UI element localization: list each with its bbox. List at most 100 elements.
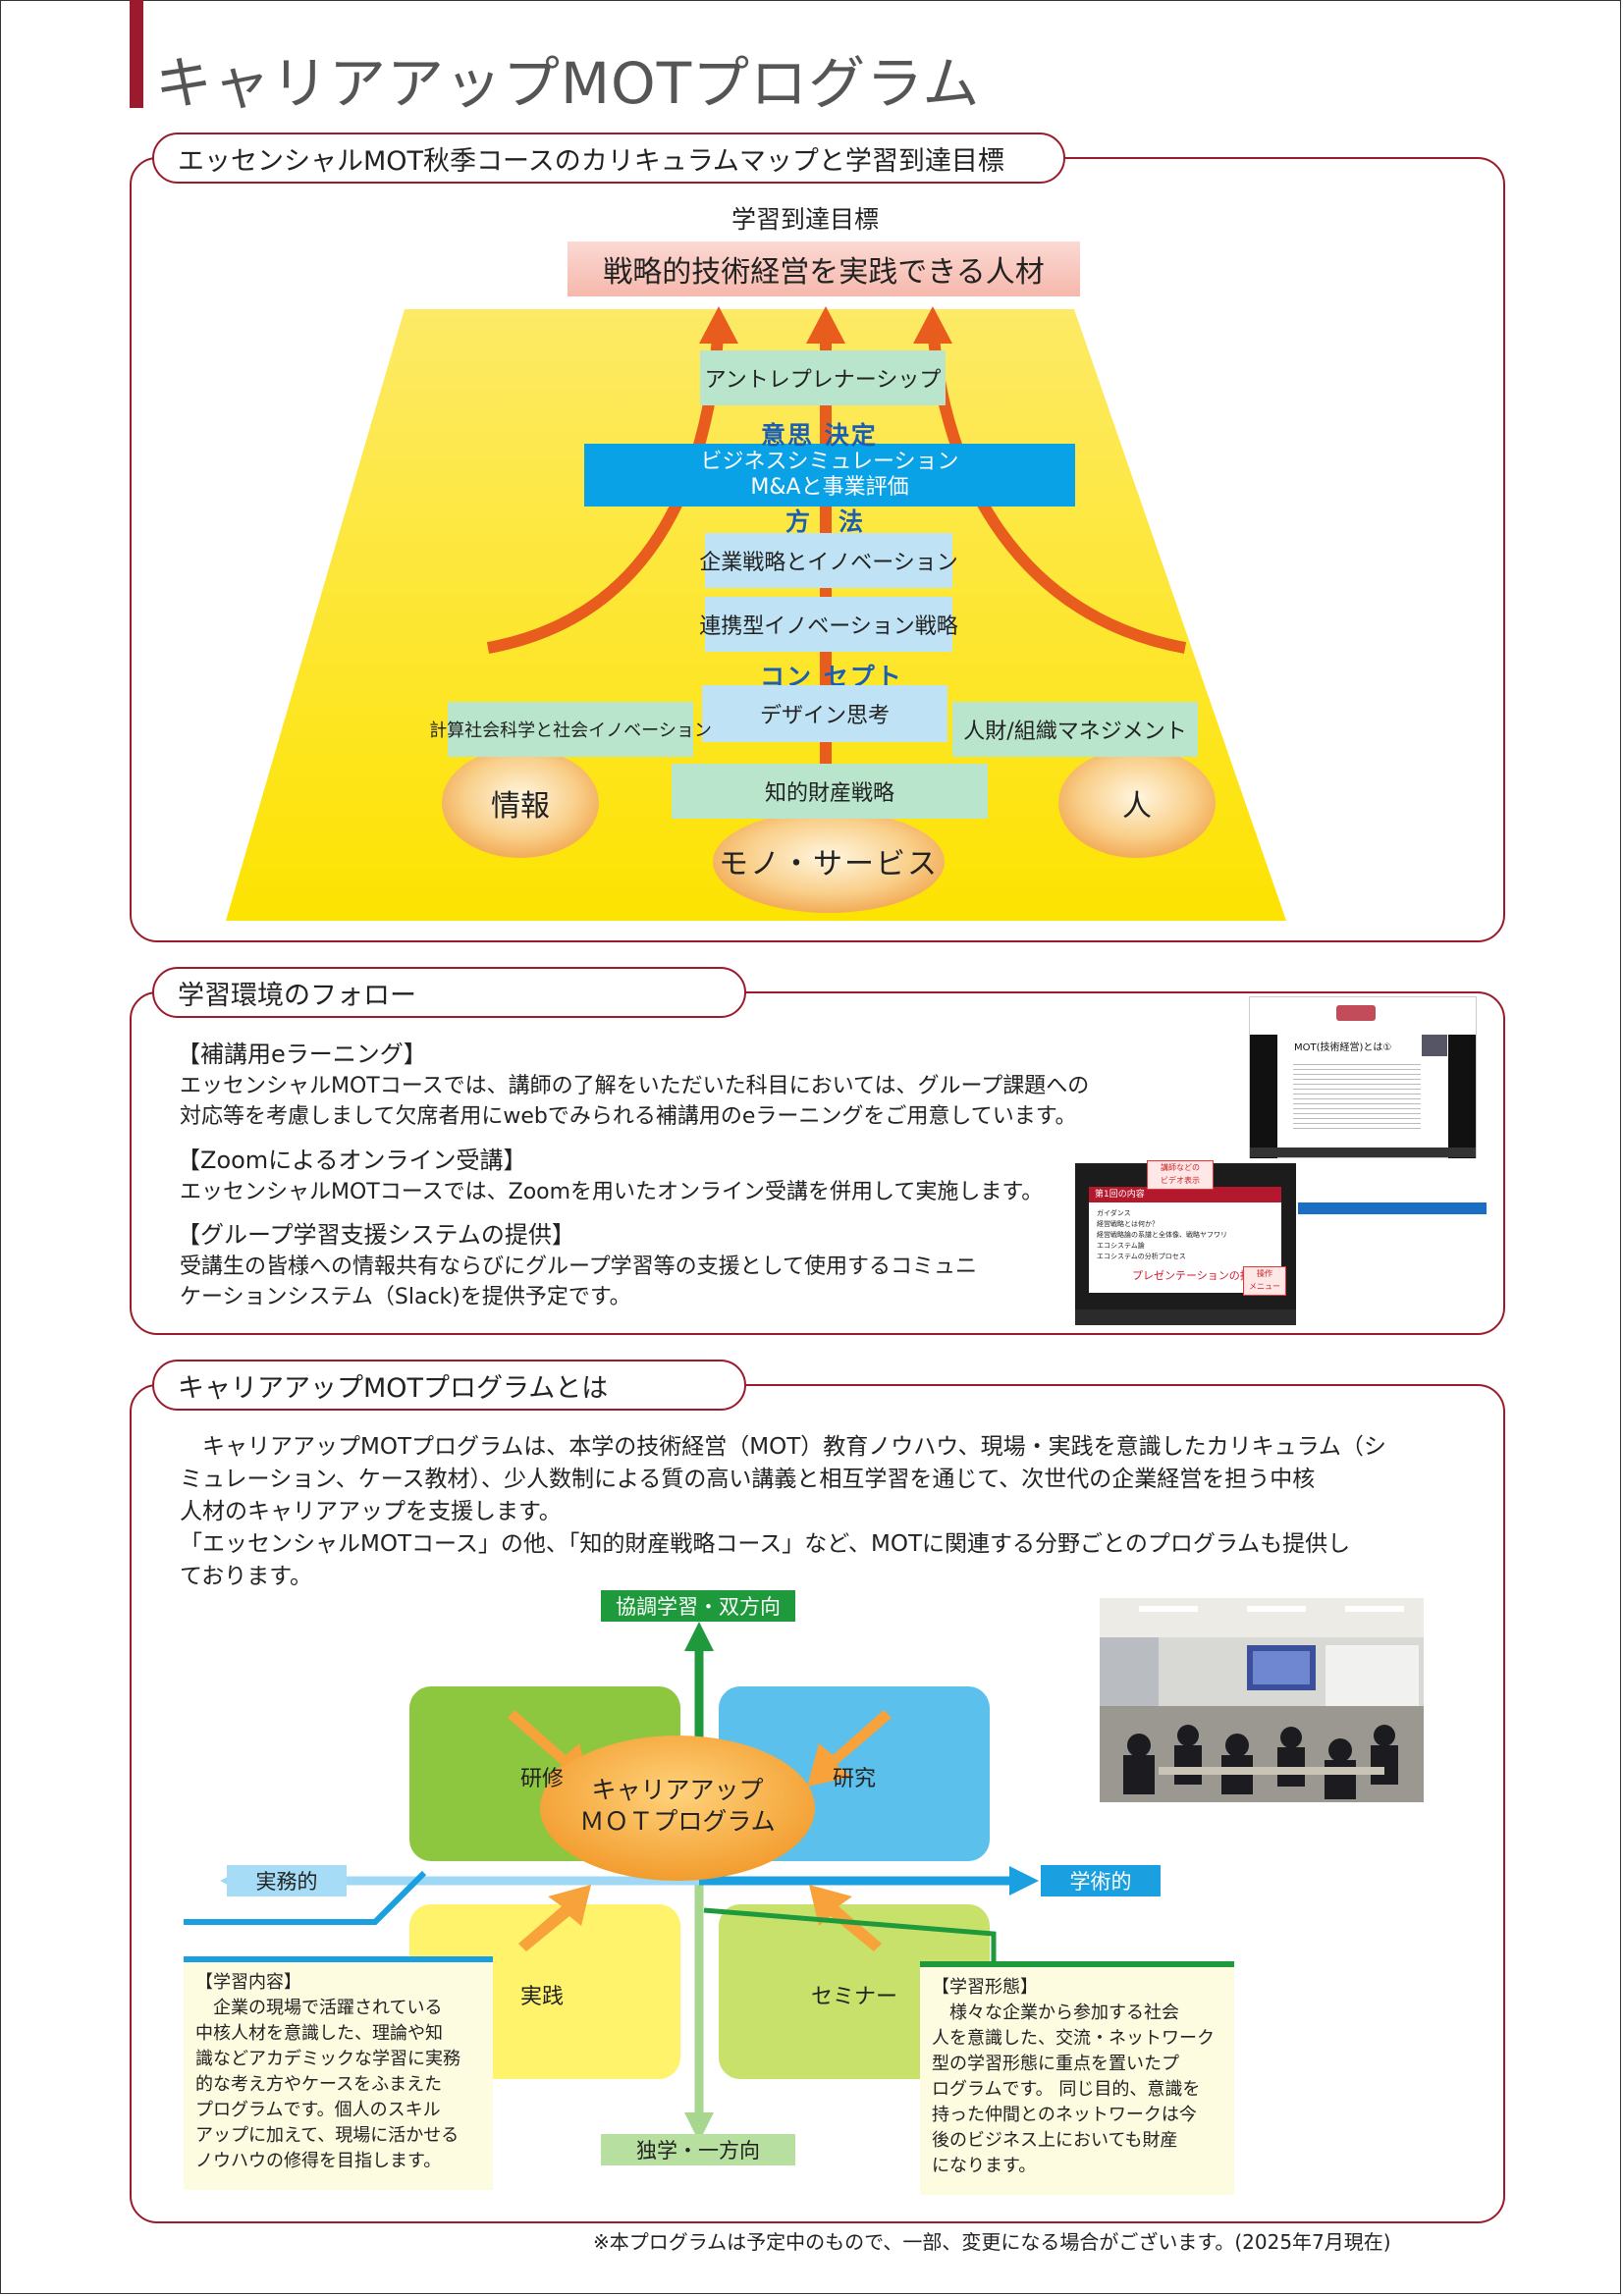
axis-bottom-label: 独学・一方向	[601, 2134, 795, 2165]
goal-text: 戦略的技術経営を実践できる人材	[603, 255, 1045, 290]
note-left-line6: アップに加えて、現場に活かせる	[195, 2125, 460, 2146]
zoom-callout-menu-line1: 操作	[1257, 1269, 1272, 1278]
item3-line1: 受講生の皆様への情報共有ならびにグループ学習等の支援として使用するコミュニ	[180, 1255, 978, 1279]
note-learning-format: 【学習形態】 様々な企業から参加する社会 人を意識した、交流・ネットワーク 型の…	[920, 1961, 1234, 2195]
note-left-heading: 【学習内容】	[195, 1972, 301, 1993]
oval-goods-services	[713, 811, 945, 913]
zoom-bullet-1: ガイダンス	[1097, 1209, 1131, 1217]
note-right-heading: 【学習形態】	[932, 1977, 1038, 1998]
course-collaborative-innovation: 連携型イノベーション戦略	[699, 597, 958, 652]
footer-note: ※本プログラムは予定中のもので、一部、変更になる場合がございます。(2025年7…	[593, 2230, 1391, 2254]
note-left-line4: 的な考え方やケースをふまえた	[195, 2074, 443, 2095]
note-right-line6: 後のビジネス上においても財産	[932, 2130, 1178, 2151]
zoom-presentation-label: プレゼンテーションの投影	[1132, 1269, 1262, 1282]
course-design-thinking: デザイン思考	[702, 685, 947, 742]
learning-env-panel	[130, 991, 1505, 1335]
center-line1: キャリアアップ	[591, 1776, 764, 1804]
intro-line2: ミュレーション、ケース教材）、少人数制による質の高い講義と相互学習を通じて、次世…	[180, 1467, 1316, 1492]
zoom-callout-menu-line2: メニュー	[1249, 1282, 1280, 1291]
item2-heading: 【Zoomによるオンライン受講】	[177, 1147, 527, 1174]
quadrant-seminar: セミナー	[811, 1985, 898, 2009]
item1-line2: 対応等を考慮しまして欠席者用にwebでみられる補講用のeラーニングをご用意してい…	[180, 1104, 1077, 1129]
foundation-goods-services: モノ・サービス	[719, 847, 939, 881]
right-note-connector	[703, 1907, 997, 1967]
course-corporate-strategy: 企業戦略とイノベーション	[699, 533, 958, 588]
intro-line4: 「エッセンシャルMOTコース」の他、「知的財産戦略コース」など、MOTに関連する…	[180, 1531, 1351, 1557]
curriculum-tab: エッセンシャルMOT秋季コースのカリキュラムマップと学習到達目標	[152, 133, 1065, 184]
arrow-center-head	[806, 306, 845, 344]
foundation-people: 人	[1122, 789, 1152, 824]
elearning-slide-dark-left	[1250, 1035, 1277, 1158]
arrow-left-head	[699, 306, 738, 344]
course-entrepreneurship: アントレプレナーシップ	[700, 350, 946, 405]
elearning-logo-icon	[1336, 1005, 1376, 1021]
zoom-bullet-3: 経営戦略論の系譜と全体像、戦略ヤフワリ	[1097, 1231, 1227, 1239]
item2-line1: エッセンシャルMOTコースでは、Zoomを用いたオンライン受講を併用して実施しま…	[180, 1180, 1044, 1204]
course-computational-social: 計算社会科学と社会イノベーション	[429, 702, 712, 757]
title-accent-bar	[130, 0, 143, 108]
item1-line1: エッセンシャルMOTコースでは、講師の了解をいただいた科目においては、グループ課…	[180, 1074, 1090, 1098]
arrow-right-head	[913, 306, 952, 344]
goal-heading: 学習到達目標	[730, 205, 879, 234]
arrow-tr	[807, 1710, 892, 1787]
item3-heading: 【グループ学習支援システムの提供】	[177, 1221, 575, 1249]
zoom-callout-video-line2: ビデオ表示	[1161, 1176, 1200, 1185]
zoom-bullet-5: エコシステムの分析プロセス	[1097, 1253, 1186, 1260]
left-note-connector	[184, 1870, 427, 1925]
zoom-callout-video: 講師などの ビデオ表示	[1147, 1160, 1214, 1190]
note-left-line7: ノウハウの修得を目指します。	[195, 2151, 442, 2171]
business-sim-line2: M&Aと事業評価	[750, 475, 909, 500]
page-title: キャリアアップMOTプログラム	[155, 50, 981, 117]
note-right-line2: 人を意識した、交流・ネットワーク	[932, 2028, 1215, 2049]
note-left-line1: 企業の現場で活躍されている	[195, 1998, 443, 2018]
zoom-bullet-4: エコシステム論	[1097, 1242, 1145, 1250]
course-business-sim: ビジネスシミュレーション M&Aと事業評価	[584, 444, 1075, 507]
classroom-photo	[1100, 1598, 1424, 1802]
axis-right-head	[1009, 1866, 1039, 1896]
business-sim-line1: ビジネスシミュレーション	[700, 450, 959, 474]
zoom-toolbar	[1075, 1309, 1296, 1325]
note-left-line5: プログラムです。個人のスキル	[195, 2100, 441, 2120]
axis-left-label: 実務的	[227, 1865, 347, 1896]
elearning-caption-strip	[1298, 1202, 1487, 1214]
goal-banner-bg	[568, 241, 1080, 296]
elearning-text-lines	[1293, 1060, 1421, 1129]
note-right-line7: になります。	[932, 2156, 1037, 2176]
intro-line5: ております。	[180, 1564, 313, 1589]
item1-heading: 【補講用eラーニング】	[177, 1041, 427, 1068]
program-tab: キャリアアップMOTプログラムとは	[152, 1360, 746, 1411]
arrow-br	[809, 1885, 882, 1951]
note-right-line4: ログラムです。 同じ目的、意識を	[932, 2079, 1201, 2100]
oval-information	[442, 748, 599, 858]
item3-line2: ケーションシステム（Slack)を提供予定です。	[180, 1285, 631, 1309]
axis-top-label: 協調学習・双方向	[601, 1590, 795, 1622]
learning-env-tab: 学習環境のフォロー	[152, 967, 746, 1018]
foundation-information: 情報	[491, 789, 550, 824]
note-right-line1: 様々な企業から参加する社会	[932, 2002, 1179, 2023]
course-hr-org: 人財/組織マネジメント	[952, 702, 1198, 757]
zoom-slide-header: 第1回の内容	[1089, 1187, 1281, 1202]
layer-method: 方 法	[785, 507, 866, 536]
axis-right-label: 学術的	[1041, 1865, 1161, 1896]
elearning-screenshot: MOT(技術経営)とは①	[1249, 996, 1477, 1158]
arrow-bl	[518, 1885, 591, 1951]
elearning-slide-title: MOT(技術経営)とは①	[1294, 1042, 1392, 1053]
note-learning-content: 【学習内容】 企業の現場で活躍されている 中核人材を意識した、理論や知 識などア…	[184, 1956, 493, 2190]
note-right-line3: 型の学習形態に重点を置いたプ	[932, 2054, 1179, 2074]
zoom-bullet-2: 経営戦略とは何か？	[1097, 1220, 1159, 1228]
center-line2: ＭＯＴプログラム	[579, 1807, 776, 1836]
zoom-callout-video-line1: 講師などの	[1161, 1163, 1200, 1172]
center-ellipse	[540, 1735, 815, 1881]
intro-line3: 人材のキャリアアップを支援します。	[180, 1499, 562, 1524]
oval-people	[1058, 748, 1216, 858]
program-panel	[130, 1384, 1505, 2223]
elearning-speaker-thumb	[1422, 1035, 1447, 1056]
center-program-label: キャリアアップ ＭＯＴプログラム	[540, 1767, 815, 1845]
quadrant-practice: 実践	[520, 1985, 565, 2009]
note-right-line5: 持った仲間とのネットワークは今	[932, 2105, 1197, 2125]
quadrant-research: 研究	[833, 1767, 877, 1791]
axis-up-head	[684, 1622, 714, 1651]
elearning-player-bar	[1250, 1148, 1476, 1157]
layer-decision: 意思 決定	[761, 421, 878, 450]
